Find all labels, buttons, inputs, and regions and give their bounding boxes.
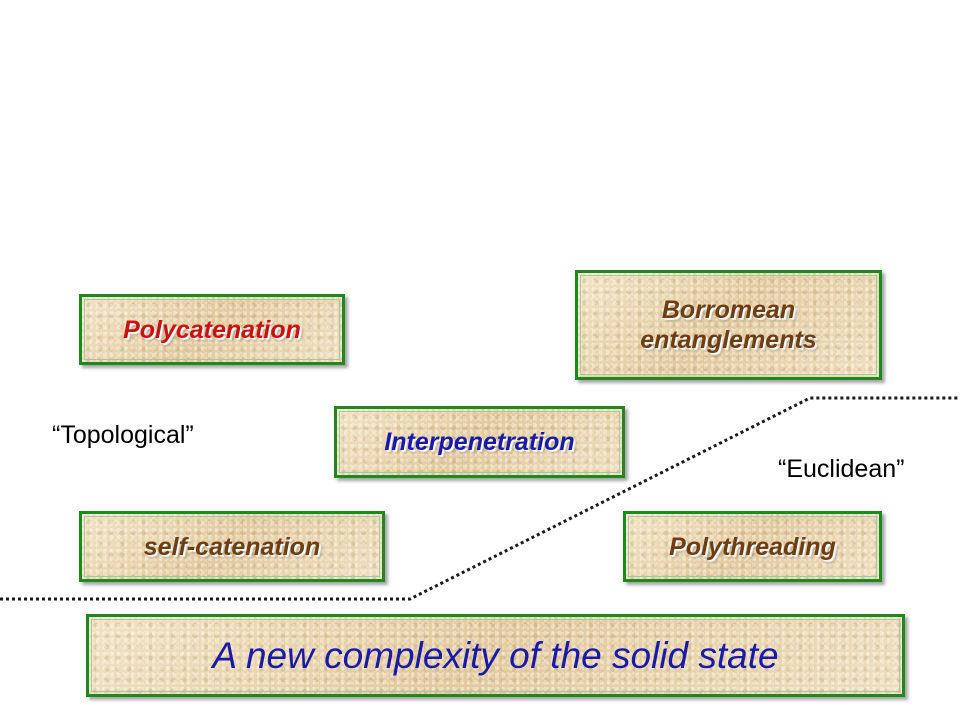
polycatenation-box: Polycatenation bbox=[79, 294, 345, 365]
polycatenation-label: Polycatenation bbox=[123, 315, 301, 344]
euclidean-label: “Euclidean” bbox=[778, 455, 905, 483]
interpenetration-box: Interpenetration bbox=[334, 406, 625, 478]
interpenetration-label: Interpenetration bbox=[384, 428, 575, 456]
self-catenation-box: self-catenation bbox=[79, 511, 385, 582]
solid-state-title: A new complexity of the solid state bbox=[212, 634, 779, 676]
topological-label: “Topological” bbox=[52, 421, 194, 449]
borromean-entanglements-label: Borromean entanglements bbox=[640, 296, 817, 354]
solid-state-title-box: A new complexity of the solid state bbox=[86, 614, 905, 697]
self-catenation-label: self-catenation bbox=[143, 532, 321, 561]
polythreading-label: Polythreading bbox=[669, 532, 836, 561]
borromean-entanglements-box: Borromean entanglements bbox=[575, 270, 882, 380]
polythreading-box: Polythreading bbox=[623, 511, 882, 582]
